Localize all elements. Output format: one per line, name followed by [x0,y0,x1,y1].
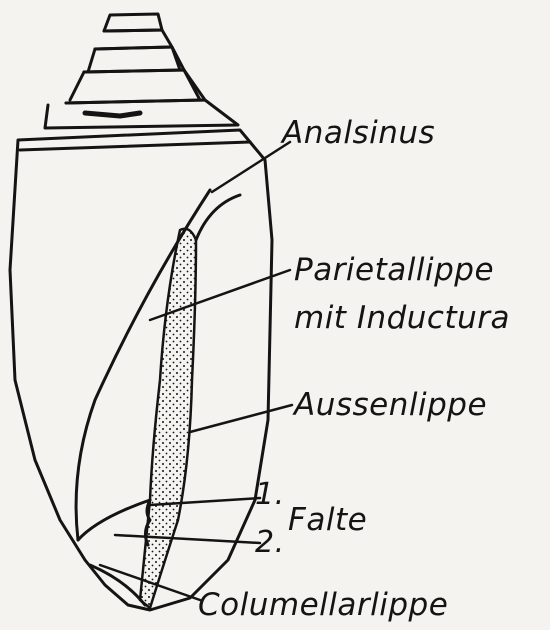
spire [45,14,238,128]
body-whorl [10,130,272,610]
aperture [78,195,240,608]
label-parietallippe: Parietallippe [294,255,494,286]
label-columellarlippe: Columellarlippe [198,590,448,621]
label-analsinus: Analsinus [282,118,435,149]
label-aussenlippe: Aussenlippe [294,390,487,421]
label-falte-2: 2. [255,528,285,558]
label-mit-inductura: mit Inductura [294,303,510,334]
label-falte: Falte [288,505,367,536]
label-falte-1: 1. [255,480,285,510]
